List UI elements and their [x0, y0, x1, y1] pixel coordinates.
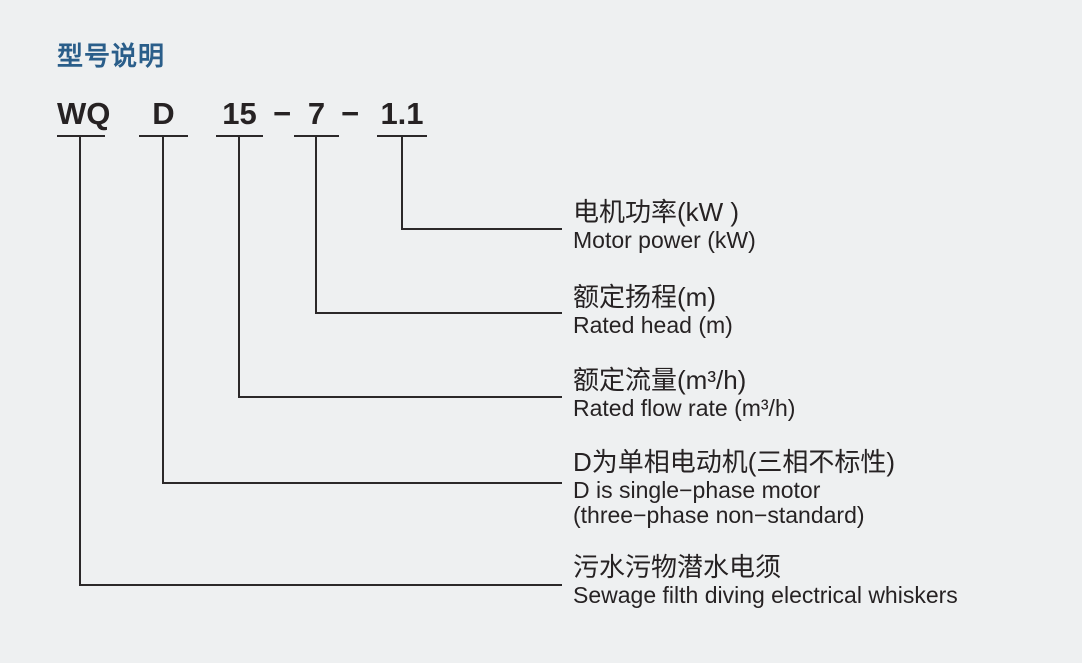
label-flow-rate-en: Rated flow rate (m³/h)	[573, 395, 796, 421]
code-separator-dash: −	[340, 96, 360, 131]
label-single-phase-en-line2: (three−phase non−standard)	[573, 502, 865, 528]
label-motor-power-zh: 电机功率(kW )	[573, 197, 740, 227]
connector-line-flow-rate	[238, 137, 562, 398]
code-segment-d: D	[139, 97, 188, 137]
label-single-phase-zh: D为单相电动机(三相不标性)	[573, 447, 896, 477]
label-motor-power: 电机功率(kW ) Motor power (kW)	[573, 196, 756, 253]
code-separator-dash: −	[272, 96, 292, 131]
code-segment-wq: WQ	[57, 97, 110, 137]
label-rated-head-en: Rated head (m)	[573, 312, 733, 338]
label-single-phase: D为单相电动机(三相不标性) D is single−phase motor (…	[573, 446, 895, 528]
connector-line-sewage	[79, 137, 562, 586]
connector-line-rated-head	[315, 137, 562, 314]
label-single-phase-en-line1: D is single−phase motor	[573, 477, 821, 503]
label-rated-head-zh: 额定扬程(m)	[573, 282, 716, 312]
label-sewage-en: Sewage filth diving electrical whiskers	[573, 582, 958, 608]
label-flow-rate-zh: 额定流量(m³/h)	[573, 365, 747, 395]
label-sewage: 污水污物潜水电须 Sewage filth diving electrical …	[573, 551, 958, 608]
label-rated-head: 额定扬程(m) Rated head (m)	[573, 281, 733, 338]
label-flow-rate: 额定流量(m³/h) Rated flow rate (m³/h)	[573, 364, 795, 421]
code-segment-flow: 15	[216, 97, 263, 137]
connector-line-single-phase	[162, 137, 562, 484]
label-sewage-zh: 污水污物潜水电须	[573, 552, 782, 582]
label-motor-power-en: Motor power (kW)	[573, 227, 756, 253]
connector-line-motor-power	[401, 137, 562, 230]
code-segment-head: 7	[294, 97, 339, 137]
page-title: 型号说明	[57, 41, 166, 71]
code-segment-power: 1.1	[377, 97, 427, 137]
